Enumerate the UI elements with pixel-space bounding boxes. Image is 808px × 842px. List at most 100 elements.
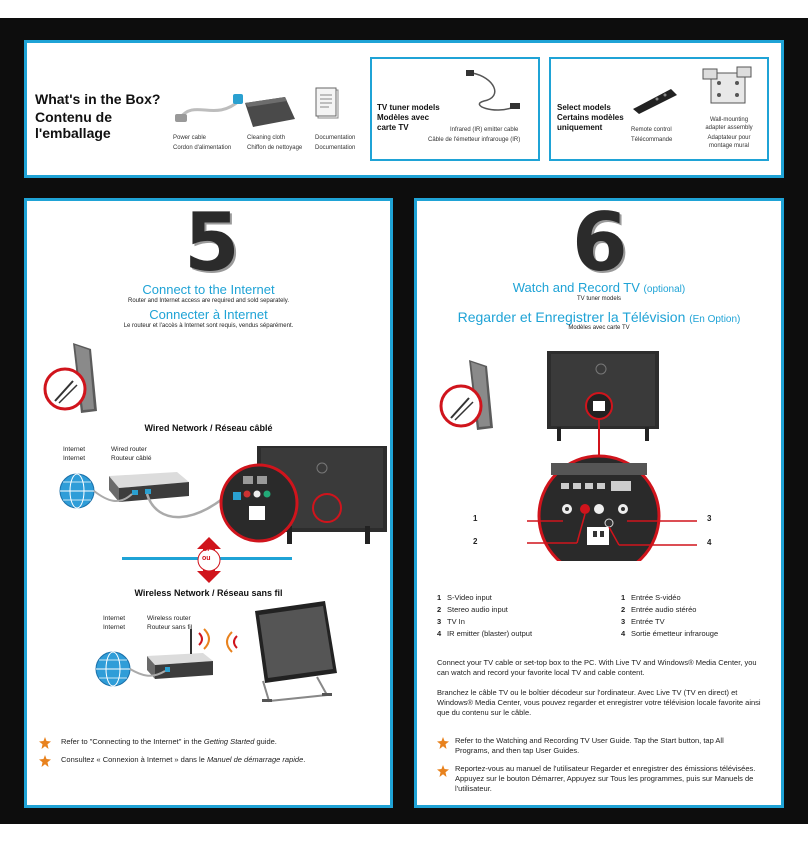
select-models-subbox: Select models Certains modèles uniquemen… [549, 57, 769, 161]
step-6-title-fr: Regarder et Enregistrer la Télévision (E… [417, 309, 781, 326]
step-5-title-fr: Connecter à Internet [149, 307, 268, 322]
remote-control-icon [633, 89, 677, 114]
pc-side-view-illustration [43, 343, 97, 413]
note-fr: Consultez « Connexion à Internet » dans … [61, 755, 305, 765]
box-heading-fr-2: l'emballage [35, 125, 111, 141]
wireless-internet-label-fr: Internet [103, 624, 126, 631]
legend-num: 3 [437, 617, 442, 626]
ir-cable-label: Infrared (IR) emitter cable [450, 127, 519, 133]
wall-mount-label-fr: Adaptateur pour [707, 135, 751, 141]
note-en-text: Refer to "Connecting to the Internet" in… [61, 737, 204, 746]
legend-text: IR emitter (blaster) output [447, 629, 533, 638]
tuner-heading: TV tuner models [377, 103, 440, 112]
select-heading-fr: Certains modèles [557, 113, 624, 122]
note-fr: Reportez-vous au manuel de l'utilisateur… [455, 764, 756, 793]
cloth-label-fr: Chiffon de nettoyage [247, 145, 303, 151]
note-en-end: guide. [254, 737, 277, 746]
legend-row: 3 TV In [437, 617, 532, 629]
whats-in-the-box-panel: What's in the Box? Contenu de l'emballag… [24, 40, 784, 178]
power-cable-label: Power cable [173, 135, 207, 141]
step-6-title-fr-text: Regarder et Enregistrer la Télévision [457, 309, 686, 325]
wall-mount-adapter-icon [702, 66, 752, 104]
wireless-network-diagram [95, 601, 337, 703]
wall-mount-label-fr-2: montage mural [708, 143, 750, 149]
step-number: 5 [184, 198, 240, 289]
note-fr-text: Consultez « Connexion à Internet » dans … [61, 755, 207, 764]
note-fr-end: . [303, 755, 306, 764]
callout-4: 4 [707, 538, 712, 547]
legend-num: 3 [621, 617, 626, 626]
wall-mount-label: Wall-mounting [709, 117, 749, 123]
wired-network-heading: Wired Network / Réseau câblé [144, 423, 273, 433]
legend-num: 4 [621, 629, 626, 638]
wall-mount-label-2: adapter assembly [705, 125, 753, 131]
note-en: Refer to the Watching and Recording TV U… [455, 736, 724, 755]
pc-side-view-illustration [439, 360, 493, 430]
legend-text: Entrée audio stéréo [631, 605, 697, 614]
callout-1: 1 [473, 514, 478, 523]
or-arrow-icon [197, 537, 221, 583]
legend-num: 1 [437, 593, 442, 602]
step-5-panel: 5 Connect to the Internet Router and Int… [24, 198, 393, 808]
callout-3: 3 [707, 514, 712, 523]
legend-row: 4 IR emitter (blaster) output [437, 629, 532, 641]
documentation-label: Documentation [315, 135, 356, 141]
documentation-label-fr: Documentation [315, 145, 356, 151]
box-heading-en: What's in the Box? [35, 91, 161, 107]
wired-router-label: Wired router [111, 446, 147, 453]
ir-cable-label-fr: Câble de l'émetteur infrarouge (IR) [428, 137, 521, 143]
wireless-router-label: Wireless router [147, 615, 191, 622]
note-fr-guide: Manuel de démarrage rapide [206, 755, 304, 764]
step-5-title-en: Connect to the Internet [142, 282, 275, 297]
tuner-heading-fr: Modèles avec [377, 113, 430, 122]
note-star-icon [39, 754, 51, 767]
documentation-icon [315, 87, 339, 119]
pc-rear-tv-ports-diagram [527, 351, 697, 561]
step-6-subtitle-en: TV tuner models [576, 296, 622, 302]
step-5-subtitle-fr: Le routeur et l'accès à Internet sont re… [123, 323, 294, 329]
ou-label: ou [202, 555, 211, 562]
or-label: or [203, 546, 210, 553]
step-6-subtitle-fr: Modèles avec carte TV [568, 325, 630, 331]
note-en: Refer to "Connecting to the Internet" in… [61, 737, 277, 747]
box-heading-fr: Contenu de [35, 109, 112, 125]
ir-emitter-cable-icon [466, 70, 520, 111]
select-heading-fr-2: uniquement [557, 123, 603, 132]
note-star-icon [437, 736, 449, 749]
power-cable-icon [175, 94, 243, 122]
wireless-internet-label: Internet [103, 615, 126, 622]
power-cable-label-fr: Cordon d'alimentation [173, 145, 232, 151]
wired-network-diagram [59, 446, 387, 544]
legend-text: Entrée S-vidéo [631, 593, 681, 602]
step-6-title-en: Watch and Record TV (optional) [417, 280, 781, 296]
legend-text: Sortie émetteur infrarouge [631, 629, 719, 638]
tuner-heading-fr-2: carte TV [377, 123, 409, 132]
step-6-title-en-text: Watch and Record TV [512, 280, 640, 295]
wired-internet-label-fr: Internet [63, 455, 86, 462]
callout-2: 2 [473, 537, 478, 546]
legend-row: 1 Entrée S-vidéo [621, 593, 718, 605]
step-6-title-fr-optional: (En Option) [689, 314, 741, 325]
cleaning-cloth-icon [245, 97, 295, 127]
legend-num: 2 [621, 605, 626, 614]
select-heading: Select models [557, 103, 611, 112]
wired-router-label-fr: Routeur câblé [111, 455, 152, 462]
legend-num: 1 [621, 593, 626, 602]
note-star-icon [39, 736, 51, 749]
legend-row: 2 Stereo audio input [437, 605, 532, 617]
legend-num: 2 [437, 605, 442, 614]
legend-num: 4 [437, 629, 442, 638]
step-6-panel: 6 Watch and Record TV (optional) TV tune… [414, 198, 784, 808]
legend-row: 2 Entrée audio stéréo [621, 605, 718, 617]
wired-internet-label: Internet [63, 446, 86, 453]
legend-text: Stereo audio input [447, 605, 508, 614]
tv-tuner-subbox: TV tuner models Modèles avec carte TV In… [370, 57, 540, 161]
remote-label: Remote control [631, 127, 672, 133]
wireless-router-label-fr: Routeur sans fil [147, 624, 193, 631]
legend-text: TV In [447, 617, 465, 626]
paragraph-en: Connect your TV cable or set-top box to … [437, 658, 757, 678]
cloth-label: Cleaning cloth [247, 135, 286, 141]
